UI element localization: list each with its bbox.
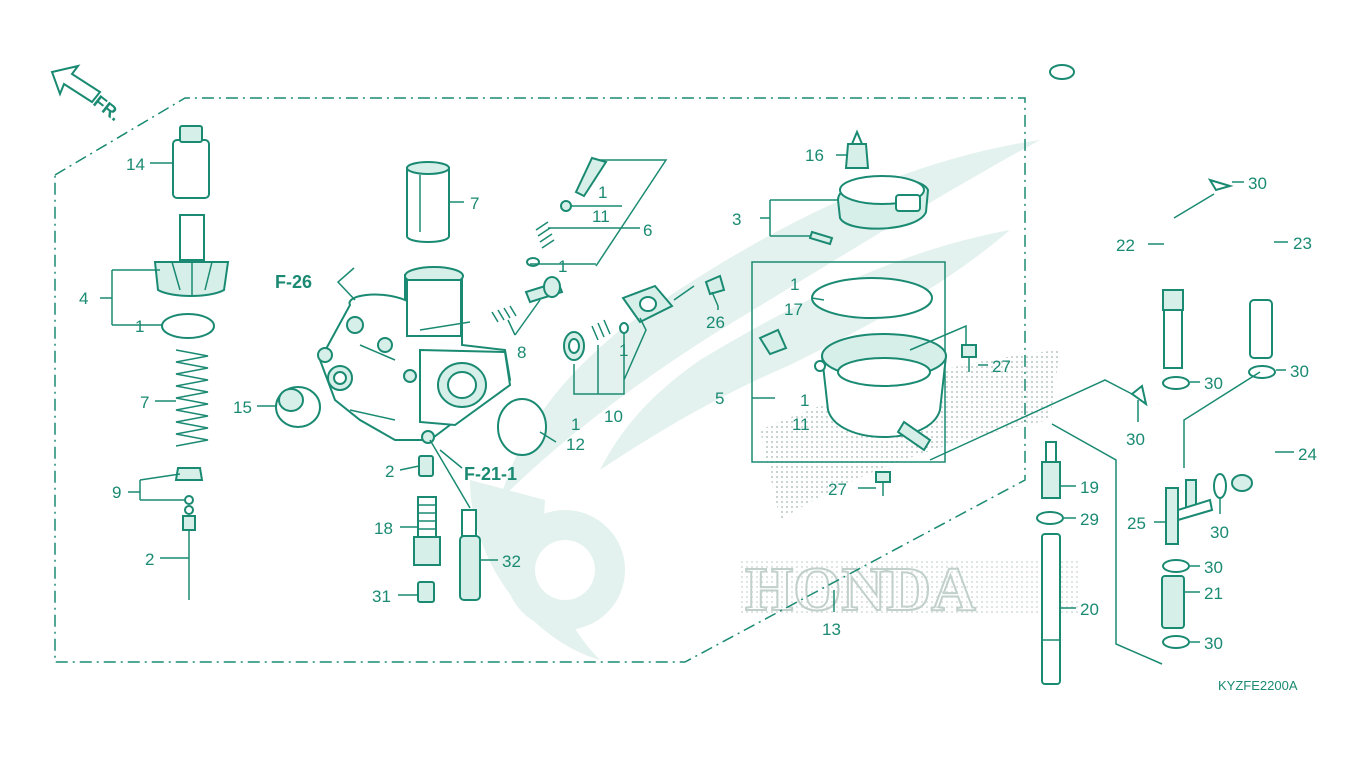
callout-32: 32	[502, 552, 521, 571]
slow-jet-31	[417, 581, 435, 603]
callout-1c: 1	[558, 257, 567, 276]
callout-7b: 7	[470, 194, 479, 213]
screw-26	[704, 274, 726, 307]
callout-3: 3	[732, 210, 741, 229]
throttle-stop-screw-8	[491, 276, 564, 323]
callout-1d: 1	[619, 341, 628, 360]
callout-2b: 2	[385, 462, 394, 481]
callout-4: 4	[79, 289, 88, 308]
vent-tube-23	[1224, 113, 1295, 359]
callout-9: 9	[112, 483, 121, 502]
throttle-spring-7	[175, 349, 209, 447]
jet-needle-2	[182, 515, 196, 600]
callout-30g: 30	[1204, 634, 1223, 653]
callout-16: 16	[805, 146, 824, 165]
callout-6: 6	[643, 221, 652, 240]
callout-1e: 1	[571, 415, 580, 434]
callout-30e: 30	[1210, 523, 1229, 542]
callout-25: 25	[1127, 514, 1146, 533]
air-cutoff-valve-10	[563, 319, 629, 361]
callout-1f: 1	[790, 275, 799, 294]
callout-15: 15	[233, 398, 252, 417]
screw-27a	[961, 344, 977, 372]
cover-plate	[621, 284, 674, 324]
float-chamber-5	[758, 328, 948, 452]
callout-30c: 30	[1290, 362, 1309, 381]
o-ring-12	[497, 398, 547, 456]
callout-20: 20	[1080, 600, 1099, 619]
ref-f21-1[interactable]: F-21-1	[464, 464, 517, 484]
front-marker: FR.	[50, 64, 125, 125]
callout-30a: 30	[1248, 174, 1267, 193]
callout-2: 2	[145, 550, 154, 569]
o-ring-1	[161, 313, 215, 339]
cap-15	[275, 386, 321, 428]
callout-18: 18	[374, 519, 393, 538]
callout-8: 8	[517, 343, 526, 362]
callout-11: 11	[592, 207, 610, 226]
callout-29: 29	[1080, 510, 1099, 529]
joint-21	[1161, 575, 1185, 629]
callout-22: 22	[1116, 236, 1135, 255]
callout-7: 7	[140, 393, 149, 412]
callout-21: 21	[1204, 584, 1223, 603]
callout-27b: 27	[828, 480, 847, 499]
main-jet-2	[418, 455, 434, 477]
needle-jet-18	[413, 496, 441, 566]
leader-lines	[100, 154, 1294, 665]
callout-27a: 27	[992, 357, 1011, 376]
watermark: HONDA	[470, 140, 1080, 660]
throttle-cap-14	[172, 125, 210, 199]
float-3	[808, 175, 930, 246]
assembly-boundary	[54, 97, 1026, 663]
float-valve-16	[844, 129, 870, 169]
callout-1b: 1	[598, 183, 607, 202]
t-joint-25	[1165, 479, 1214, 545]
ref-f26[interactable]: F-26	[275, 272, 312, 292]
diagram-code: KYZFE2200A	[1218, 678, 1298, 693]
callout-19: 19	[1080, 478, 1099, 497]
screw-27b	[875, 471, 891, 496]
gasket-17	[811, 277, 933, 319]
tube-24	[1156, 400, 1277, 492]
callout-12: 12	[566, 435, 585, 454]
callout-30f: 30	[1204, 558, 1223, 577]
watermark-text: HONDA	[745, 556, 976, 624]
callout-24: 24	[1298, 445, 1317, 464]
callout-10: 10	[604, 407, 623, 426]
callouts: 14 4 1 7 9 2 15 7 1 11 6 1 8 26 1 10 1 1…	[79, 146, 1317, 653]
callout-11b: 11	[792, 415, 810, 434]
needle-clip-9	[174, 467, 204, 515]
callout-14: 14	[126, 155, 145, 174]
callout-26: 26	[706, 313, 725, 332]
callout-13: 13	[822, 620, 841, 639]
callout-5: 5	[715, 389, 724, 408]
carburetor-body	[317, 266, 512, 444]
slow-jet-32	[459, 509, 481, 601]
drain-pipe-20	[1041, 533, 1061, 685]
drain-tube-22	[1049, 64, 1184, 369]
callout-23: 23	[1293, 234, 1312, 253]
callout-1g: 1	[800, 391, 809, 410]
front-arrow-icon	[50, 64, 102, 104]
clips	[1036, 178, 1276, 649]
callout-17: 17	[784, 300, 803, 319]
carburetor-top-4	[153, 214, 230, 297]
callout-30b: 30	[1204, 374, 1223, 393]
callout-1: 1	[135, 317, 144, 336]
drain-pipe-19	[1041, 441, 1061, 499]
callout-30d: 30	[1126, 430, 1145, 449]
throttle-valve-7	[406, 161, 450, 243]
callout-31: 31	[372, 587, 391, 606]
